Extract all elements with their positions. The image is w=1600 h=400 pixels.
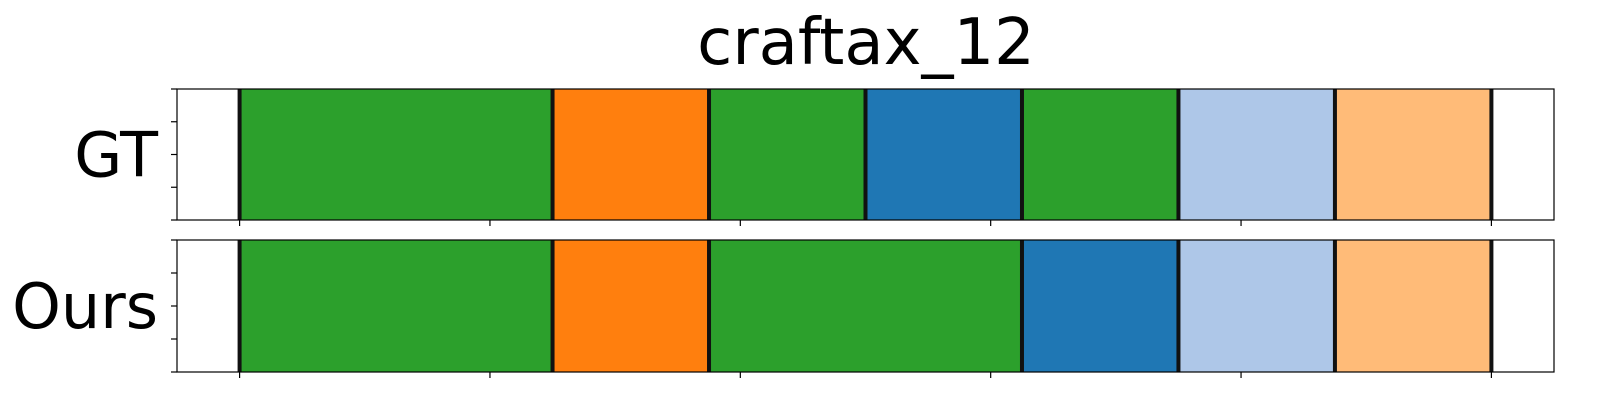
segment-bar (709, 89, 866, 220)
segment-bar (177, 240, 240, 372)
segment-bar (709, 240, 1022, 372)
segment-bar (1491, 89, 1554, 220)
segment-bar (865, 89, 1022, 220)
segment-bar (1021, 240, 1179, 372)
row-panel-ours: Ours (12, 239, 1555, 373)
segment-bar (239, 240, 553, 372)
row-label: Ours (12, 270, 158, 343)
segment-bar (1178, 89, 1335, 220)
segment-bar (239, 89, 553, 220)
row-label: GT (74, 119, 159, 192)
segment-bar (1491, 240, 1554, 372)
segment-bar (1334, 89, 1492, 220)
rows-layer: GT Ours (12, 88, 1555, 378)
chart-title: craftax_12 (697, 6, 1035, 80)
segment-bar (552, 89, 710, 220)
segment-bar (1021, 89, 1179, 220)
segment-bar (1178, 240, 1335, 372)
segment-bar (552, 240, 710, 372)
row-panel-gt: GT (74, 88, 1555, 221)
segment-bar (177, 89, 240, 220)
segment-bar (1334, 240, 1492, 372)
